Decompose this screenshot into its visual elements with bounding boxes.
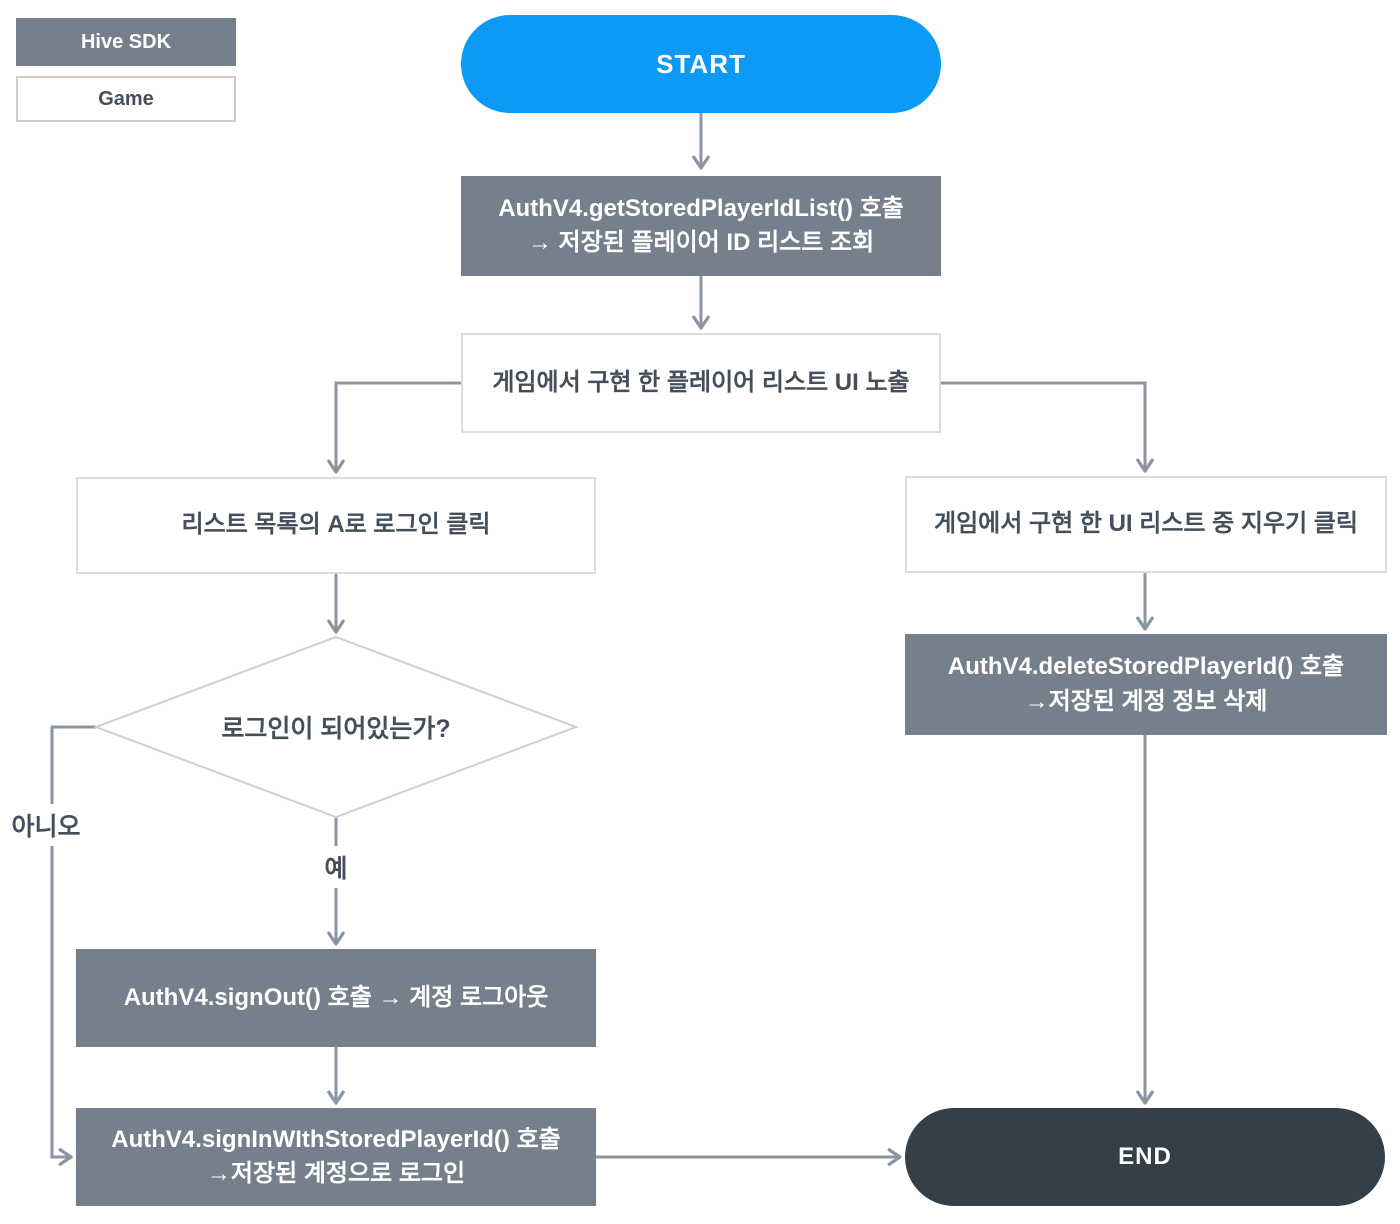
- get-stored-player-id-list-line1: AuthV4.getStoredPlayerIdList() 호출: [498, 194, 904, 222]
- get-stored-player-id-list-node: AuthV4.getStoredPlayerIdList() 호출 → 저장된 …: [461, 176, 941, 276]
- edge-decision-no: [50, 725, 96, 1166]
- legend-game-label: Game: [98, 87, 154, 110]
- delete-click-label: 게임에서 구현 한 UI 리스트 중 지우기 클릭: [934, 510, 1358, 538]
- sign-in-line2: →저장된 계정으로 로그인: [206, 1160, 466, 1187]
- delete-stored-line1: AuthV4.deleteStoredPlayerId() 호출: [947, 653, 1345, 681]
- end-label: END: [1118, 1142, 1172, 1170]
- edge-label-yes: 예: [314, 846, 358, 888]
- get-stored-player-id-list-line2: → 저장된 플레이어 ID 리스트 조회: [527, 229, 875, 256]
- legend-hive-sdk-box: Hive SDK: [16, 18, 236, 66]
- sign-out-node: AuthV4.signOut() 호출 → 계정 로그아웃: [76, 949, 596, 1047]
- sign-out-label: AuthV4.signOut() 호출 → 계정 로그아웃: [123, 983, 549, 1011]
- login-click-label: 리스트 목록의 A로 로그인 클릭: [181, 511, 491, 539]
- show-player-list-ui-node: 게임에서 구현 한 플레이어 리스트 UI 노출: [461, 333, 941, 433]
- login-click-node: 리스트 목록의 A로 로그인 클릭: [76, 477, 596, 574]
- legend-hive-sdk-label: Hive SDK: [80, 30, 172, 53]
- edge-label-no: 아니오: [4, 804, 88, 846]
- start-label: START: [656, 48, 746, 79]
- edge-showui-to-deleteclick: [941, 381, 1154, 473]
- sign-in-line1: AuthV4.signInWIthStoredPlayerId() 호출: [111, 1125, 561, 1153]
- edge-showui-to-loginclick: [327, 381, 461, 474]
- show-player-list-ui-label: 게임에서 구현 한 플레이어 리스트 UI 노출: [492, 368, 910, 396]
- sign-in-with-stored-player-id-node: AuthV4.signInWIthStoredPlayerId() 호출 →저장…: [76, 1108, 596, 1206]
- delete-stored-line2: →저장된 계정 정보 삭제: [1024, 687, 1268, 715]
- start-node: START: [461, 15, 941, 113]
- decision-node-label: 로그인이 되어있는가?: [221, 715, 451, 743]
- legend-game-box: Game: [16, 76, 236, 122]
- end-node: END: [905, 1108, 1385, 1206]
- delete-stored-player-id-node: AuthV4.deleteStoredPlayerId() 호출 →저장된 계정…: [905, 634, 1387, 735]
- delete-click-node: 게임에서 구현 한 UI 리스트 중 지우기 클릭: [905, 476, 1387, 573]
